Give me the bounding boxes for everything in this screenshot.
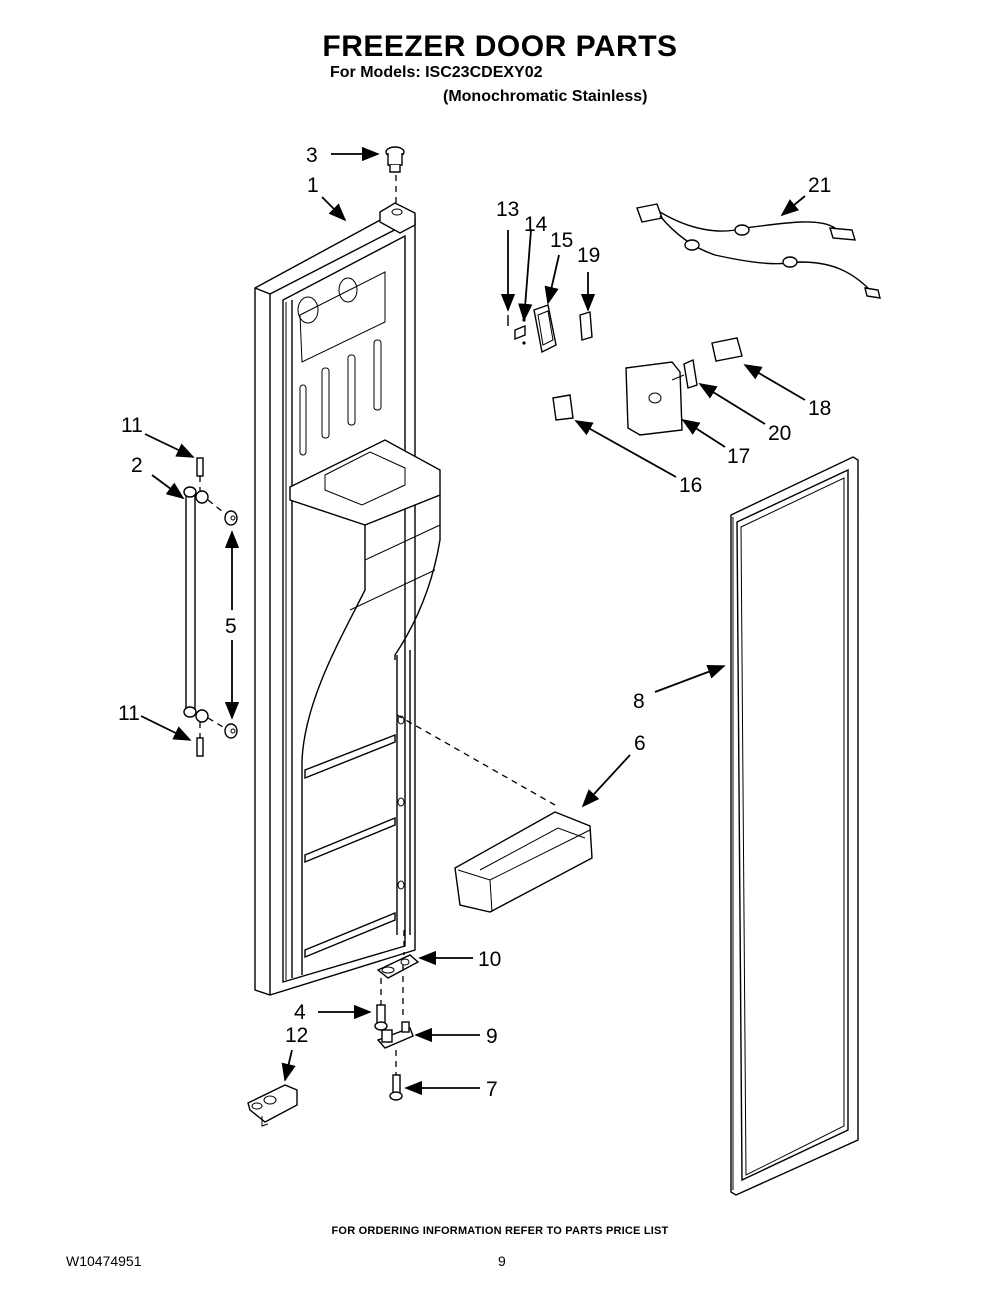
part-3-hinge-bushing xyxy=(385,146,405,205)
callout-13: 13 xyxy=(496,198,519,221)
callout-8: 8 xyxy=(633,690,645,713)
callout-4: 4 xyxy=(294,1001,306,1024)
callout-20: 20 xyxy=(768,422,791,445)
callout-6: 6 xyxy=(634,732,646,755)
part-15-bezel xyxy=(533,304,557,354)
part-12-hinge-cover xyxy=(247,1084,298,1127)
callout-14: 14 xyxy=(524,213,548,236)
part-19-bracket xyxy=(579,311,593,341)
callout-5: 5 xyxy=(225,615,237,638)
part-2-handle xyxy=(183,486,229,731)
callout-3: 3 xyxy=(306,144,318,167)
part-7-screw xyxy=(389,1074,403,1101)
part-18-board xyxy=(711,337,743,362)
part-11-set-screws xyxy=(196,457,204,757)
callout-15: 15 xyxy=(550,229,573,252)
callout-leaders xyxy=(140,146,806,1096)
callout-7: 7 xyxy=(486,1078,498,1101)
page-number: 9 xyxy=(498,1253,506,1269)
callout-labels: 3 1 11 2 5 11 13 14 15 19 21 18 20 17 16… xyxy=(118,144,831,1101)
part-16-board xyxy=(552,394,574,421)
part-5-end-caps xyxy=(224,510,238,739)
part-6-door-bin xyxy=(396,714,593,913)
callout-11-top: 11 xyxy=(121,414,143,437)
page-title: FREEZER DOOR PARTS xyxy=(322,30,678,63)
callout-12: 12 xyxy=(285,1024,308,1047)
document-id: W10474951 xyxy=(66,1253,142,1269)
part-8-door-gasket xyxy=(730,456,859,1196)
callout-17: 17 xyxy=(727,445,750,468)
part-14-clip xyxy=(514,318,526,345)
part-10-hinge-shim xyxy=(376,930,420,1020)
callout-2: 2 xyxy=(131,454,143,477)
ordering-note: FOR ORDERING INFORMATION REFER TO PARTS … xyxy=(331,1225,669,1237)
callout-11-bottom: 11 xyxy=(118,702,140,725)
callout-19: 19 xyxy=(577,244,600,267)
callout-10: 10 xyxy=(478,948,501,971)
callout-21: 21 xyxy=(808,174,831,197)
callout-18: 18 xyxy=(808,397,831,420)
part-20-bracket xyxy=(671,358,698,389)
part-17-control-housing xyxy=(625,361,683,436)
variant-line: (Monochromatic Stainless) xyxy=(443,88,648,105)
part-4-screw xyxy=(374,1004,388,1031)
part-9-hinge xyxy=(376,1021,414,1075)
callout-16: 16 xyxy=(679,474,702,497)
callout-1: 1 xyxy=(307,174,319,197)
part-1-door-panel xyxy=(254,202,441,996)
models-line: For Models: ISC23CDEXY02 xyxy=(330,64,543,81)
part-21-wire-harness xyxy=(636,203,881,299)
callout-9: 9 xyxy=(486,1025,498,1048)
